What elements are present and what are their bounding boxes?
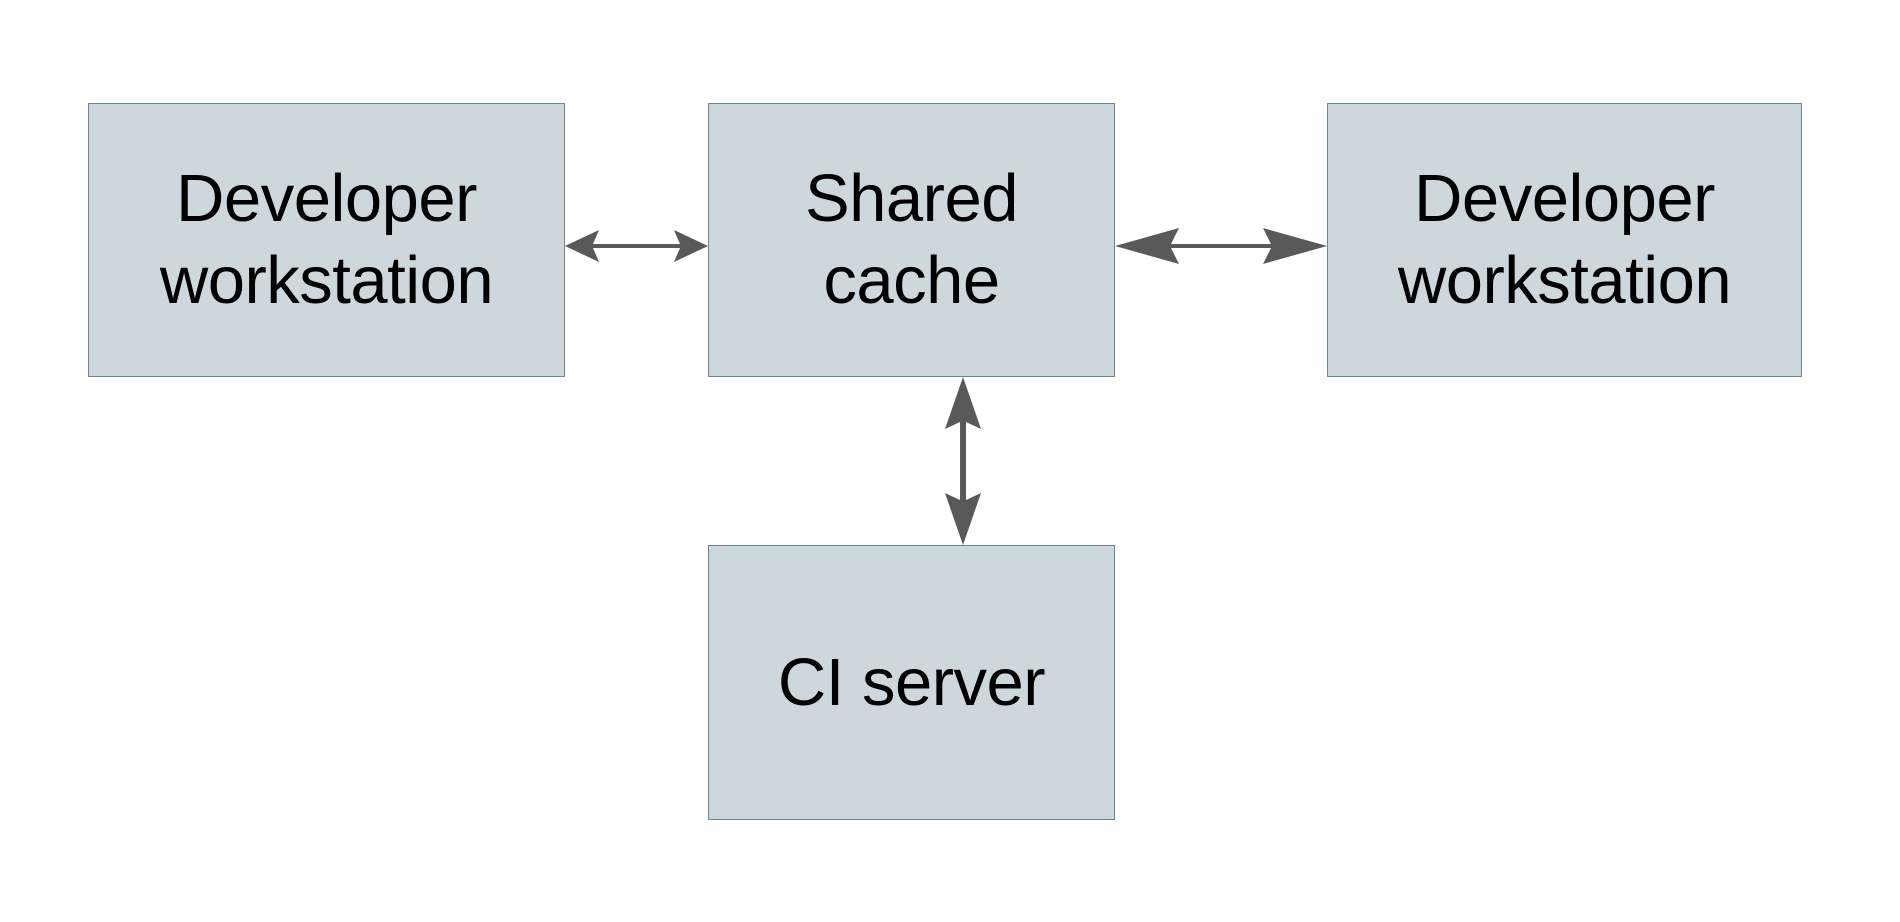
node-developer-workstation-right[interactable]: Developer workstation (1327, 103, 1802, 377)
node-label: Shared cache (804, 161, 1019, 318)
node-label: Developer workstation (1397, 161, 1732, 318)
edge-shared-cache-to-ci-server[interactable] (935, 377, 991, 545)
node-label: Developer workstation (159, 161, 494, 318)
edge-shared-cache-to-developer-workstation-right[interactable] (1115, 218, 1327, 274)
edge-developer-workstation-left-to-shared-cache[interactable] (565, 218, 708, 274)
node-label: CI server (777, 644, 1046, 720)
node-ci-server[interactable]: CI server (708, 545, 1115, 820)
node-shared-cache[interactable]: Shared cache (708, 103, 1115, 377)
double-arrow-icon (1115, 228, 1327, 264)
node-developer-workstation-left[interactable]: Developer workstation (88, 103, 565, 377)
double-arrow-icon (945, 377, 981, 545)
double-arrow-icon (565, 230, 708, 262)
